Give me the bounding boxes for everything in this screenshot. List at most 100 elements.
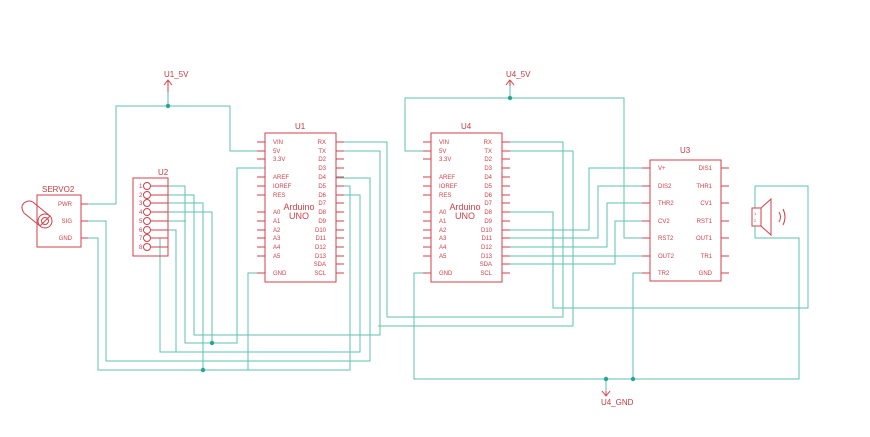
net-u1-5v: U1_5V [163, 70, 189, 92]
u4-pin-a2: A2 [439, 228, 447, 234]
u2-pins: 1 2 3 4 5 6 7 8 [139, 182, 168, 251]
u1-pin-d3: D3 [318, 166, 326, 172]
servo-ref-label: SERVO2 [42, 185, 75, 194]
u3-pin-rst1: RST1 [697, 219, 713, 225]
u1-pin-ioref: IOREF [273, 184, 292, 190]
u2-pin-3: 3 [139, 201, 143, 207]
u3-left-pins: V+ DIS2 THR2 CV2 RST2 OUT2 TR2 [642, 166, 675, 277]
net-label-u4-gnd: U4_GND [601, 398, 634, 407]
u1-pin-3v3: 3.3V [273, 157, 285, 163]
u1-pin-vin: VIN [273, 140, 283, 146]
u1-pin-d10: D10 [315, 228, 327, 234]
wire-u4-d10 [502, 167, 650, 231]
net-label-u4-5v: U4_5V [506, 70, 531, 79]
u2-ref-label: U2 [158, 168, 169, 177]
u1-pin-d2: D2 [318, 157, 326, 163]
u4-pin-ioref: IOREF [439, 184, 458, 190]
servo-pin-sig: SIG [62, 219, 73, 225]
u1-pin-d7: D7 [318, 201, 326, 207]
wire-u4-d12 [502, 202, 650, 248]
u1-pin-d4: D4 [318, 175, 326, 181]
u4-pin-d8: D8 [484, 210, 492, 216]
u3-pin-cv1: CV1 [700, 201, 712, 207]
u1-pin-5v: 5V [273, 149, 280, 155]
wire-u3-cv [502, 220, 650, 265]
u4-pin-d3: D3 [484, 166, 492, 172]
speaker[interactable]: 1 2 [751, 197, 786, 237]
u1-pin-d11: D11 [315, 236, 326, 242]
u1-pin-rx: RX [318, 140, 326, 146]
junction-dot [200, 367, 206, 373]
u1-left-pins: VIN 5V 3.3V AREF IOREF RES A0 A1 A2 A3 A… [257, 140, 292, 277]
u4-pin-a3: A3 [439, 236, 447, 242]
wire-u2-2 [150, 150, 381, 336]
u4-pin-d13: D13 [481, 254, 493, 260]
wires [82, 86, 809, 391]
u1-pin-a2: A2 [273, 228, 281, 234]
u3-pin-vplus: V+ [658, 166, 666, 172]
arduino-u4[interactable]: U4 VIN 5V 3.3V AREF IOREF RES A0 A1 A2 A… [423, 122, 510, 283]
wire-u1-5v [115, 105, 265, 204]
u3-pin-thr1: THR1 [696, 184, 712, 190]
junction-dot [209, 340, 215, 346]
servo-pin-gnd: GND [59, 236, 73, 242]
u4-ref-label: U4 [461, 122, 472, 131]
u1-pin-scl: SCL [314, 271, 326, 277]
net-label-u1-5v: U1_5V [164, 70, 189, 79]
u3-pin-out2: OUT2 [658, 254, 675, 260]
u4-pin-a0: A0 [439, 210, 447, 216]
u4-pin-a4: A4 [439, 245, 447, 251]
u3-ref-label: U3 [680, 146, 691, 155]
u3-pin-dis1: DIS1 [699, 166, 713, 172]
wire-servo-gnd [82, 185, 351, 371]
u1-pin-aref: AREF [273, 175, 289, 181]
junction-dot [165, 103, 171, 109]
arduino-u1[interactable]: U1 VIN 5V 3.3V AREF IOREF RES A0 A1 A2 A… [257, 122, 344, 283]
sound-waves-icon [778, 208, 786, 226]
wire-u3-gnd [632, 272, 650, 379]
u4-pin-d6: D6 [484, 193, 492, 199]
u4-pin-tx: TX [484, 149, 492, 155]
u1-pin-d12: D12 [315, 245, 327, 251]
u1-pin-a3: A3 [273, 236, 281, 242]
u4-pin-res: RES [439, 193, 451, 199]
u4-left-pins: VIN 5V 3.3V AREF IOREF RES A0 A1 A2 A3 A… [423, 140, 458, 277]
servo-servo2[interactable]: SERVO2 PWR SIG GND [21, 185, 88, 248]
timer-u3[interactable]: U3 V+ DIS2 THR2 CV2 RST2 OUT2 TR2 DIS1 T… [642, 146, 729, 282]
u4-pin-d4: D4 [484, 175, 492, 181]
wire-u1-rx [336, 141, 564, 318]
u4-pin-a1: A1 [439, 219, 447, 225]
u1-pin-res: RES [273, 193, 285, 199]
u1-right-pins: RX TX D2 D3 D4 D5 D6 D7 D8 D9 D10 D11 D1… [314, 140, 344, 277]
wire-servo-sig [82, 177, 371, 362]
u3-pin-thr2: THR2 [658, 201, 674, 207]
u1-pin-d6: D6 [318, 193, 326, 199]
u1-pin-tx: TX [318, 149, 326, 155]
u2-pin-1: 1 [139, 184, 143, 190]
wire-u4-d11 [502, 185, 650, 239]
u4-pin-a5: A5 [439, 254, 447, 260]
u2-pin-8: 8 [139, 245, 143, 251]
u3-pin-tr2: TR2 [658, 271, 670, 277]
net-u4-5v: U4_5V [505, 70, 531, 86]
header-u2[interactable]: U2 1 2 3 4 5 6 7 8 [132, 168, 169, 257]
u4-pin-d9: D9 [484, 219, 492, 225]
u4-pin-vin: VIN [439, 140, 449, 146]
u2-pin-5: 5 [139, 219, 143, 225]
wire-u4-gnd [413, 226, 800, 380]
u4-pin-d2: D2 [484, 157, 492, 163]
u2-pin-7: 7 [139, 236, 143, 242]
wire-u2-7 [150, 237, 176, 353]
servo-pins: PWR SIG GND [58, 202, 88, 242]
u1-pin-d8: D8 [318, 210, 326, 216]
u4-right-pins: RX TX D2 D3 D4 D5 D6 D7 D8 D9 D10 D11 D1… [480, 140, 510, 277]
junction-dot [630, 376, 636, 382]
u3-pin-dis2: DIS2 [658, 184, 672, 190]
u4-value-line2: UNO [455, 211, 475, 221]
u4-pin-sda: SDA [480, 262, 492, 268]
u1-pin-a5: A5 [273, 254, 281, 260]
u2-pin-4: 4 [139, 210, 143, 216]
wire-u2-4 [150, 211, 213, 343]
u4-pin-scl: SCL [480, 271, 492, 277]
u1-value-line1: Arduino [283, 202, 314, 212]
